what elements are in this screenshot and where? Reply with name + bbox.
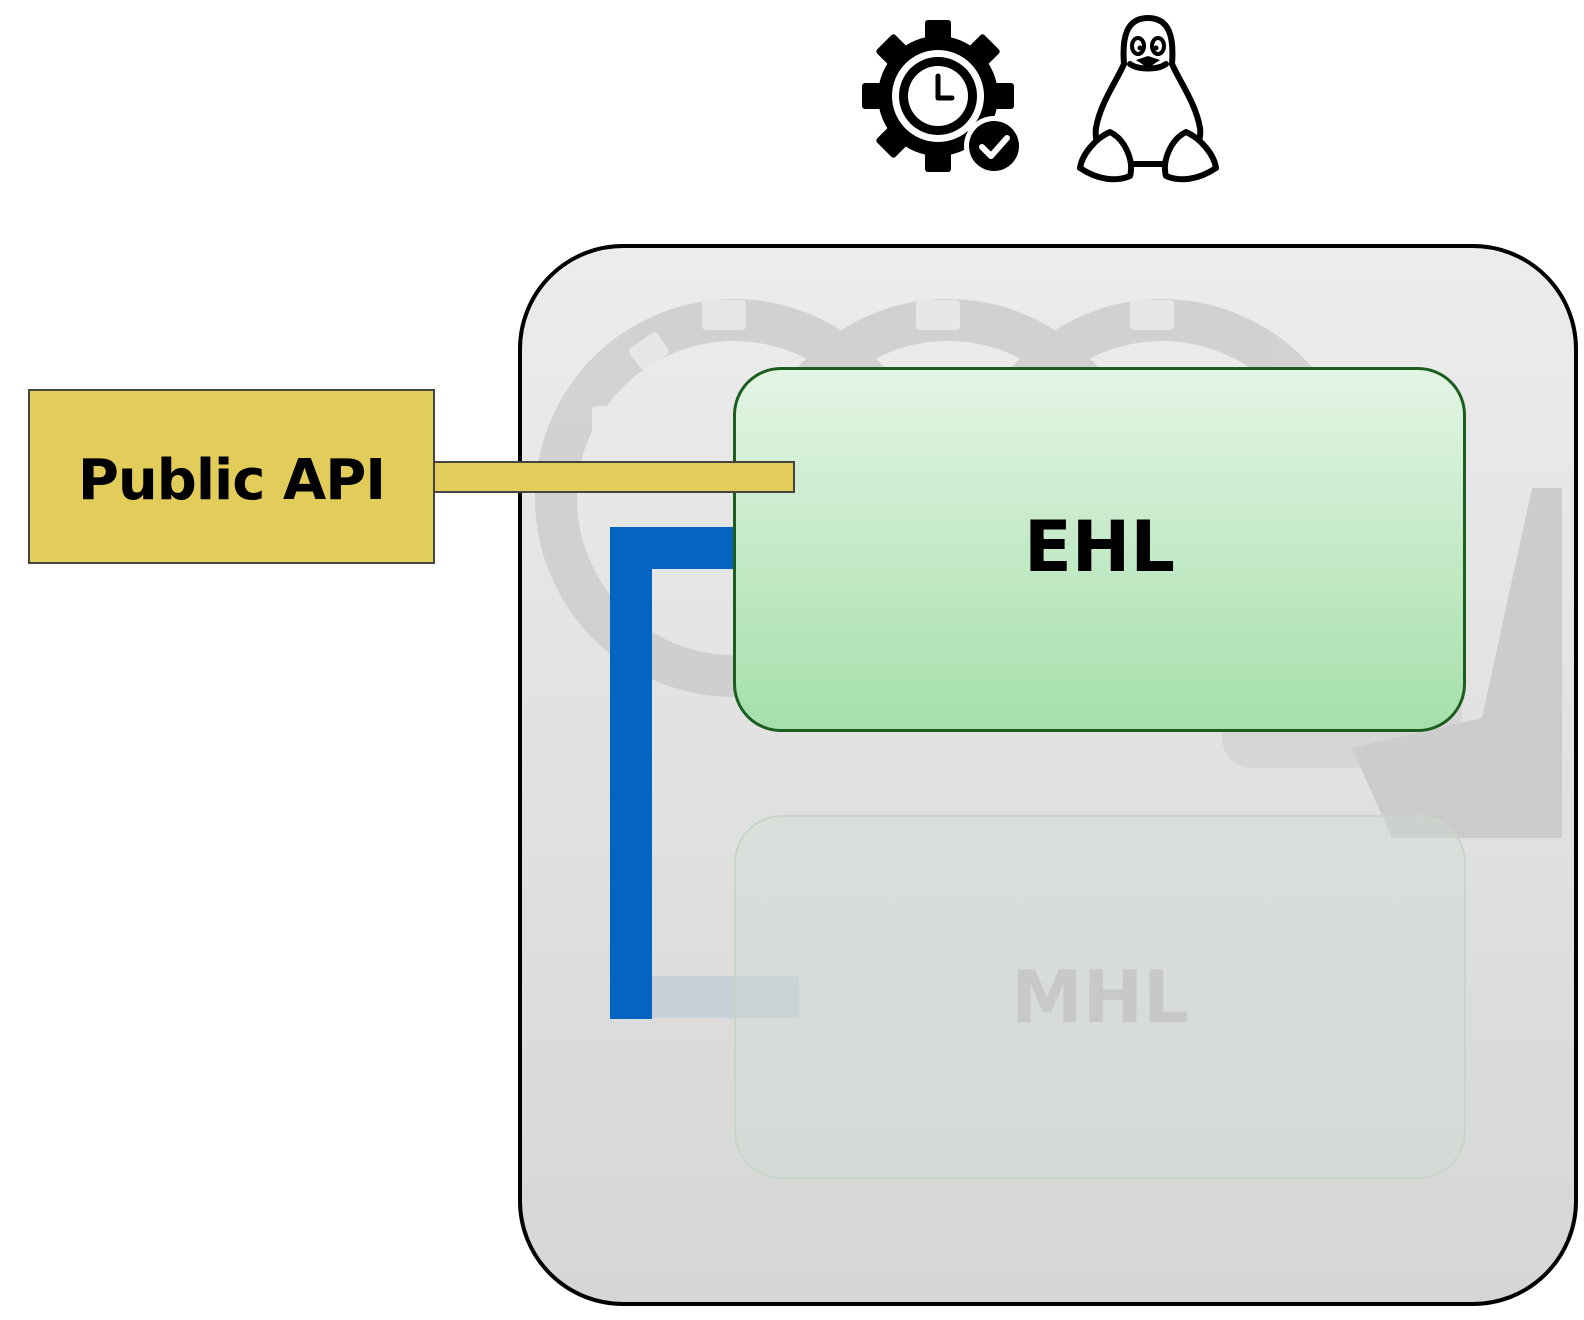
tux-penguin-icon [1074, 12, 1222, 184]
ehl-block: EHL [733, 367, 1466, 732]
ehl-connector-vertical [610, 527, 652, 1019]
gear-clock-check-icon [858, 18, 1024, 178]
ehl-label: EHL [1023, 505, 1175, 588]
mhl-label: MHL [1011, 955, 1189, 1039]
public-api-label: Public API [77, 448, 386, 513]
public-api-connector [434, 461, 795, 493]
mhl-block: MHL [734, 815, 1466, 1179]
mhl-connector-horizontal [652, 976, 799, 1018]
public-api-block: Public API [28, 389, 435, 564]
